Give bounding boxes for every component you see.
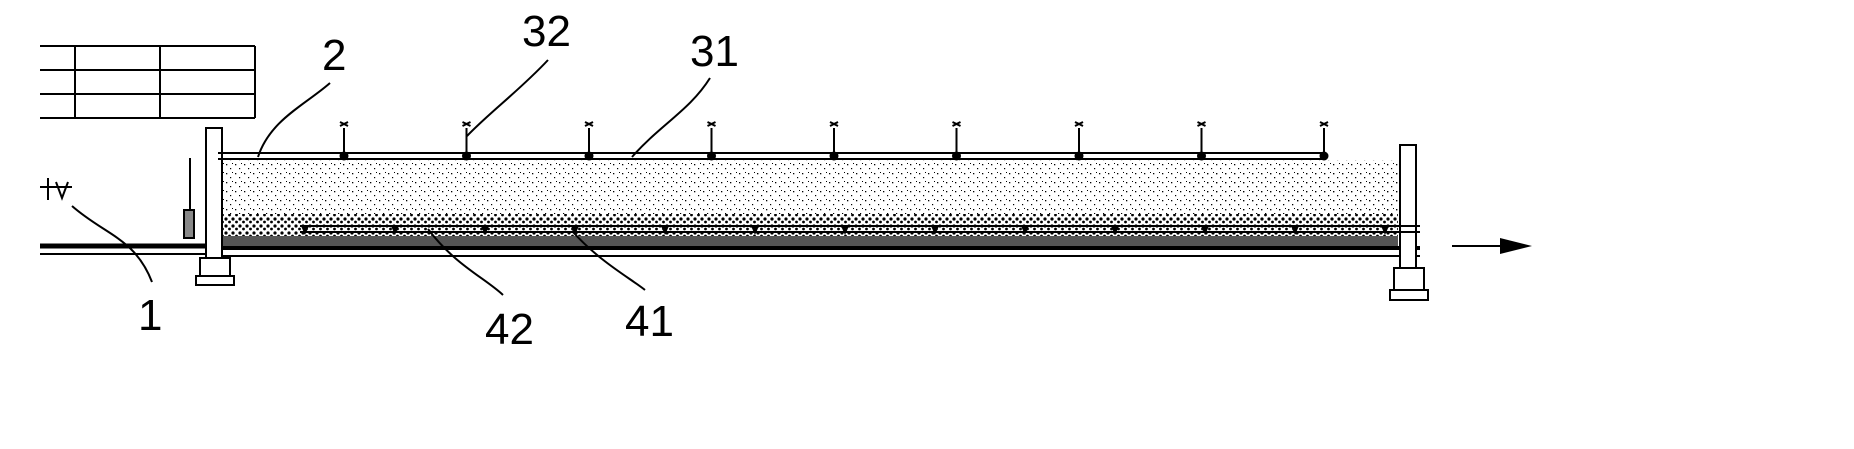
upper-spray-pipe: [218, 152, 1325, 160]
reference-label-1: 1: [138, 291, 162, 340]
upper-nozzle: [829, 121, 839, 161]
upper-nozzle: [1074, 121, 1084, 161]
lower-nozzle: [481, 226, 489, 235]
reference-label-2: 2: [322, 31, 346, 80]
lower-nozzle-group: [301, 226, 1389, 235]
upper-nozzle: [952, 121, 961, 161]
lower-nozzle: [841, 226, 849, 235]
reference-label-31: 31: [690, 27, 739, 76]
leader-line-1: [71, 205, 153, 283]
reference-label-41: 41: [625, 297, 674, 346]
leader-lines: [71, 59, 711, 296]
leader-line-31: [631, 77, 711, 158]
upper-nozzle: [707, 121, 716, 161]
upper-nozzle: [339, 121, 349, 161]
leader-line-2: [257, 82, 331, 158]
lower-nozzle: [931, 226, 939, 235]
left-column: [183, 127, 235, 286]
lower-nozzle: [571, 226, 579, 235]
lower-nozzle: [301, 226, 309, 235]
tank-bottom: [215, 246, 1420, 257]
leader-line-32: [466, 59, 549, 137]
lower-nozzle: [661, 226, 669, 235]
building-structure: [40, 45, 256, 119]
upper-nozzle: [1319, 121, 1329, 161]
upper-nozzle: [1197, 121, 1206, 161]
lower-nozzle: [1111, 226, 1119, 235]
lower-nozzle: [1291, 226, 1299, 235]
lower-nozzle: [1201, 226, 1209, 235]
lower-nozzle: [1021, 226, 1029, 235]
leader-line-42: [427, 228, 504, 296]
water-level-symbol-icon: [40, 178, 72, 201]
upper-nozzle: [462, 121, 471, 161]
arrow-right-icon: [1452, 238, 1532, 254]
lower-nozzle: [1381, 226, 1389, 235]
reference-label-32: 32: [522, 7, 571, 56]
lower-nozzle: [391, 226, 399, 235]
reference-label-42: 42: [485, 305, 534, 354]
leader-line-41: [571, 230, 646, 291]
filter-medium: [218, 160, 1398, 248]
lower-nozzle: [751, 226, 759, 235]
right-column: [1389, 144, 1429, 301]
upper-nozzle-group: [339, 121, 1329, 161]
upper-nozzle: [584, 121, 594, 161]
